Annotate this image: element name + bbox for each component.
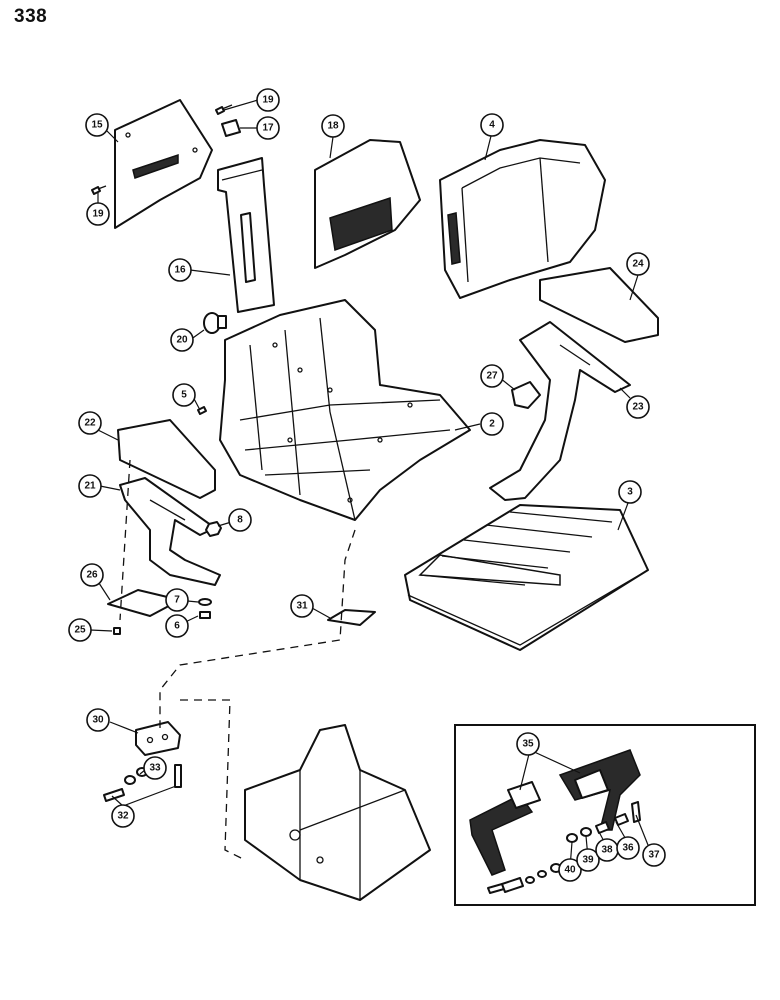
screw-19-top [215, 104, 233, 115]
callout-3: 3 [618, 480, 642, 504]
washer-7 [198, 598, 212, 606]
svg-text:32: 32 [117, 811, 129, 822]
svg-text:38: 38 [601, 845, 613, 856]
svg-text:23: 23 [632, 402, 644, 413]
callout-20: 20 [170, 328, 194, 352]
callout-16: 16 [168, 258, 192, 282]
callout-31: 31 [290, 594, 314, 618]
seat-belt-35 [469, 749, 641, 876]
callout-25: 25 [68, 618, 92, 642]
page-number: 338 [14, 6, 48, 27]
callout-15: 15 [85, 113, 109, 137]
svg-text:19: 19 [92, 209, 104, 220]
callout-18: 18 [321, 114, 345, 138]
callout-37: 37 [642, 843, 666, 867]
svg-text:2: 2 [489, 419, 495, 430]
callout-32: 32 [111, 804, 135, 828]
callout-6: 6 [165, 614, 189, 638]
armrest-pad-22 [117, 419, 216, 499]
seat-belt-inset [454, 724, 756, 906]
belt-hardware-36-40 [487, 801, 641, 894]
bolt-6 [199, 611, 211, 619]
dashed-line-armrest [119, 459, 131, 621]
bolts-32 [103, 764, 182, 802]
svg-text:20: 20 [176, 335, 188, 346]
svg-text:39: 39 [582, 855, 594, 866]
svg-text:5: 5 [181, 390, 187, 401]
callout-21: 21 [78, 474, 102, 498]
callout-23: 23 [626, 395, 650, 419]
callout-8: 8 [228, 508, 252, 532]
dashed-line-base [180, 699, 246, 861]
seat-support-base [244, 724, 431, 901]
callout-30: 30 [86, 708, 110, 732]
dashed-line-seat [159, 529, 356, 728]
callout-35: 35 [516, 732, 540, 756]
callout-19-left: 19 [86, 202, 110, 226]
callout-5: 5 [172, 383, 196, 407]
seat-cushion-3 [404, 504, 649, 651]
side-panel-15 [114, 99, 213, 229]
bracket-27 [511, 381, 541, 409]
svg-text:6: 6 [174, 621, 180, 632]
bracket-30 [135, 721, 181, 756]
clip-17 [221, 119, 241, 137]
svg-text:7: 7 [174, 595, 180, 606]
svg-text:17: 17 [262, 123, 274, 134]
bumper-20 [203, 312, 227, 334]
svg-text:33: 33 [149, 763, 161, 774]
callout-26: 26 [80, 563, 104, 587]
seat-pan-2 [219, 299, 471, 521]
callout-40: 40 [558, 858, 582, 882]
clip-31 [327, 609, 376, 626]
svg-text:3: 3 [627, 487, 633, 498]
svg-text:25: 25 [74, 625, 86, 636]
callout-7: 7 [165, 588, 189, 612]
svg-text:40: 40 [564, 865, 576, 876]
fastener-25 [113, 627, 121, 635]
svg-text:19: 19 [262, 95, 274, 106]
screw-5 [197, 406, 207, 415]
callout-17: 17 [256, 116, 280, 140]
callout-2: 2 [480, 412, 504, 436]
nut-8 [205, 521, 222, 537]
svg-text:8: 8 [237, 515, 243, 526]
svg-text:35: 35 [522, 739, 534, 750]
svg-text:15: 15 [91, 120, 103, 131]
screw-19-left [91, 185, 107, 195]
callout-22: 22 [78, 411, 102, 435]
svg-text:30: 30 [92, 715, 104, 726]
callout-39: 39 [576, 848, 600, 872]
side-panel-18 [314, 139, 421, 269]
callout-36: 36 [616, 836, 640, 860]
svg-text:24: 24 [632, 259, 644, 270]
svg-text:36: 36 [622, 843, 634, 854]
svg-text:22: 22 [84, 418, 96, 429]
callout-38: 38 [595, 838, 619, 862]
svg-text:26: 26 [86, 570, 98, 581]
callout-27: 27 [480, 364, 504, 388]
armrest-pad-24 [539, 267, 659, 343]
svg-text:37: 37 [648, 850, 660, 861]
callout-33: 33 [143, 756, 167, 780]
callout-4: 4 [480, 113, 504, 137]
svg-text:21: 21 [84, 481, 96, 492]
svg-text:31: 31 [296, 601, 308, 612]
svg-text:27: 27 [486, 371, 498, 382]
callout-24: 24 [626, 252, 650, 276]
svg-text:16: 16 [174, 265, 186, 276]
bracket-16 [217, 157, 275, 313]
callout-19-top: 19 [256, 88, 280, 112]
svg-text:18: 18 [327, 121, 339, 132]
armrest-bracket-23 [489, 321, 631, 501]
back-cushion-4 [439, 139, 606, 299]
svg-text:4: 4 [489, 120, 495, 131]
